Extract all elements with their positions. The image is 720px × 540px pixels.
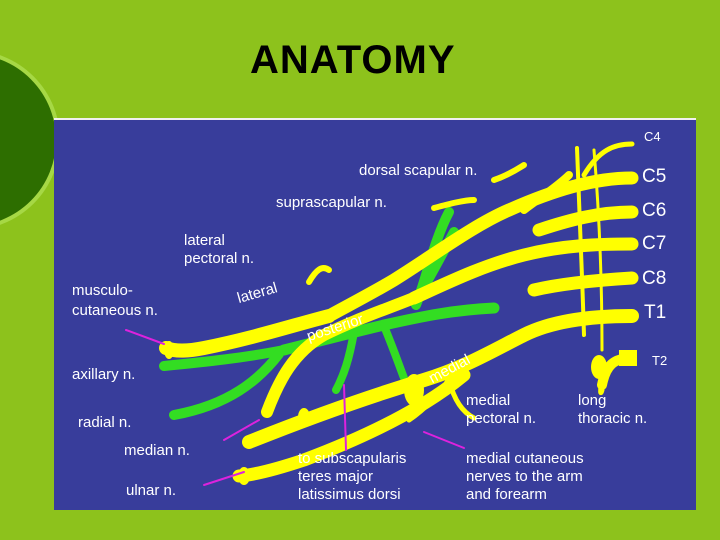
root-t2-label: T2 — [652, 353, 668, 368]
medial-pectoral-label-line2: pectoral n. — [466, 410, 537, 427]
lateral-pectoral-label-line1: lateral — [184, 232, 225, 249]
lateral-pectoral-label-line2: pectoral n. — [184, 250, 255, 267]
musculocutaneous-label-line1: musculo- — [72, 282, 133, 299]
label-pointers — [125, 329, 465, 486]
axillary-label: axillary n. — [72, 366, 136, 383]
brachial-plexus-diagram: C4 C5 C6 C7 C8 T1 T2 dorsal scapular n. … — [54, 118, 696, 510]
medial-pectoral-label-line1: medial — [466, 392, 511, 409]
root-c5-label: C5 — [642, 166, 667, 187]
subscapular-label-line3: latissimus dorsi — [298, 486, 401, 503]
subscapular-label-line1: to subscapularis — [298, 450, 407, 467]
long-thoracic-label-line1: long — [578, 392, 607, 409]
radial-label: radial n. — [78, 414, 132, 431]
dorsal-scapular-label: dorsal scapular n. — [359, 162, 478, 179]
median-label: median n. — [124, 442, 190, 459]
plexus-yellow — [159, 141, 639, 485]
slide-title: ANATOMY — [250, 38, 456, 82]
root-t1-label: T1 — [644, 302, 667, 323]
root-c6-label: C6 — [642, 200, 667, 221]
root-c7-label: C7 — [642, 233, 667, 254]
subscapular-label-line2: teres major — [298, 468, 374, 485]
suprascapular-label: suprascapular n. — [276, 194, 387, 211]
medial-cutaneous-label-line1: medial cutaneous — [466, 450, 584, 467]
medial-cutaneous-label-line2: nerves to the arm — [466, 468, 583, 485]
long-thoracic-label-line2: thoracic n. — [578, 410, 648, 427]
musculocutaneous-label-line2: cutaneous n. — [72, 302, 158, 319]
nerve-drawing — [125, 141, 639, 486]
root-c4-label: C4 — [644, 129, 661, 144]
ulnar-label: ulnar n. — [126, 482, 177, 499]
medial-cutaneous-label-line3: and forearm — [466, 486, 547, 503]
root-c8-label: C8 — [642, 268, 667, 289]
